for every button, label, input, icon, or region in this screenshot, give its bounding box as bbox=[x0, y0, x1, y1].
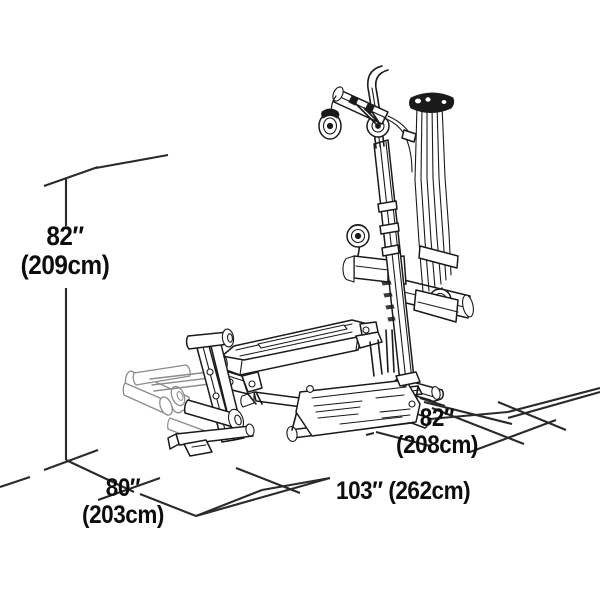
angled-upper-arm bbox=[318, 65, 417, 173]
depth-dimension-line bbox=[365, 386, 600, 448]
depth-dimension-label: 82″ (208cm) bbox=[379, 405, 496, 458]
height-dimension-label: 82″ (209cm) bbox=[12, 222, 118, 279]
crossbar-pulley-left bbox=[346, 224, 370, 257]
bench-mast-hardware bbox=[359, 321, 395, 373]
width-metric: (203cm) bbox=[82, 500, 164, 529]
depth-inches: 82″ bbox=[419, 404, 455, 432]
width-dimension-label: 80″ (203cm) bbox=[65, 475, 182, 528]
width-inches: 80″ bbox=[105, 474, 141, 502]
height-dimension-line bbox=[43, 153, 169, 471]
length-dimension-line bbox=[195, 390, 600, 518]
length-dimension-label: 103″ (262cm) bbox=[336, 477, 471, 505]
base-frame bbox=[240, 377, 444, 442]
height-metric: (209cm) bbox=[20, 249, 110, 280]
gym-machine-drawing bbox=[122, 65, 474, 457]
power-rod-cluster bbox=[409, 92, 459, 323]
hanging-pulley bbox=[318, 108, 342, 140]
width-length-corner-ticks bbox=[195, 467, 331, 517]
rod-cap bbox=[409, 92, 455, 113]
height-inches: 82″ bbox=[46, 221, 84, 251]
leg-developer-rollers bbox=[167, 328, 255, 457]
length-inline-text: 103″ (262cm) bbox=[336, 477, 471, 505]
far-side-roller-bar bbox=[122, 364, 219, 444]
depth-metric: (208cm) bbox=[396, 430, 478, 459]
dimension-lines bbox=[0, 153, 600, 518]
width-dimension-line bbox=[0, 459, 197, 517]
